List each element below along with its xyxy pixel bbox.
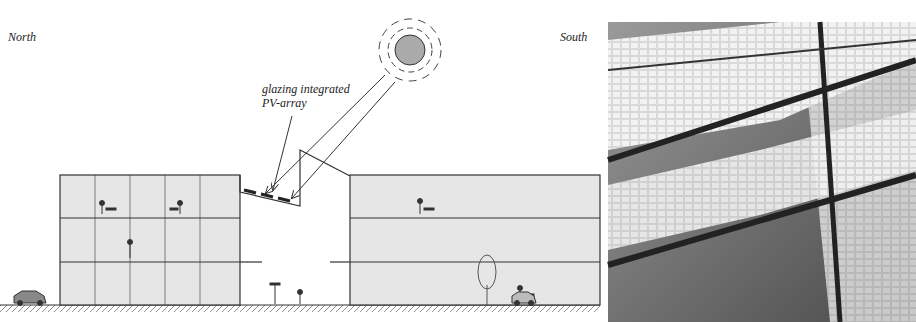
compass-label: South <box>560 30 610 44</box>
compass-label: North <box>8 30 68 44</box>
pv-array <box>244 190 290 201</box>
cars <box>14 291 536 306</box>
sun-symbol <box>379 19 441 81</box>
tree <box>478 255 496 305</box>
people <box>100 199 535 305</box>
leader-line <box>273 116 292 190</box>
pv-photo <box>608 22 916 322</box>
building-section <box>60 150 600 305</box>
ground <box>0 305 600 312</box>
callout-label: glazing integrated PV-array <box>262 82 362 110</box>
